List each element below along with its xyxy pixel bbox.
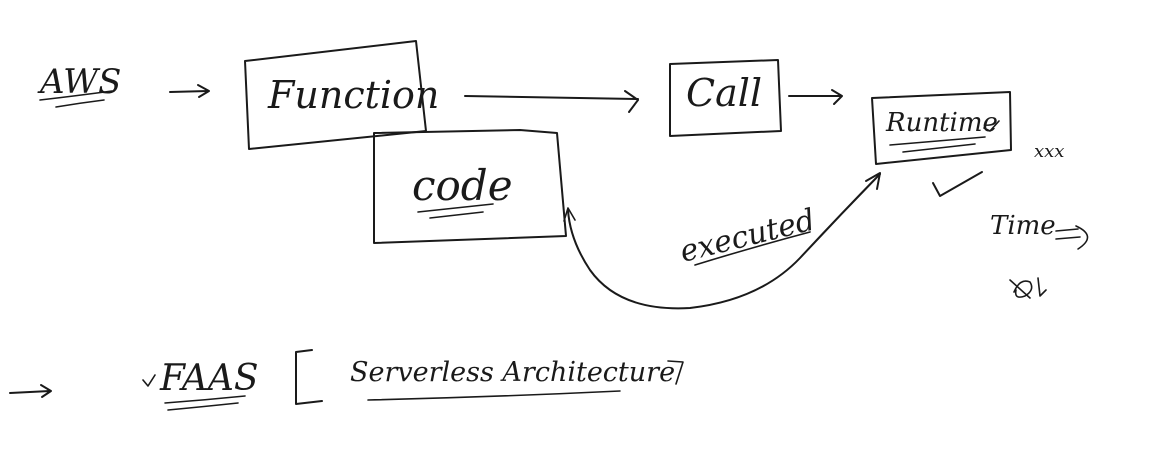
executed-arrowhead-runtime xyxy=(865,172,881,190)
serverless-label: Serverless Architecture xyxy=(350,357,675,388)
call-box: Call xyxy=(669,59,782,137)
arrow-aws-to-function xyxy=(169,84,210,98)
faas-underline-1 xyxy=(164,395,246,404)
call-box-outline xyxy=(669,59,782,137)
faas-check xyxy=(142,374,156,387)
code-box-outline xyxy=(373,129,567,244)
runtime-box-outline xyxy=(871,91,1012,165)
runtime-underline-2 xyxy=(902,143,976,153)
arrow-call-to-runtime xyxy=(788,89,843,105)
time-label: Time xyxy=(990,211,1056,241)
runtime-underline-1 xyxy=(889,136,986,146)
aws-underline-2 xyxy=(55,99,105,108)
executed-underline xyxy=(694,231,811,266)
executed-flow: executed xyxy=(563,172,881,310)
time-scribble-mark xyxy=(1009,277,1047,299)
code-box: code xyxy=(373,129,567,244)
open-bracket xyxy=(295,349,323,405)
time-implies-arrow xyxy=(1055,225,1089,250)
runtime-label: Runtime xyxy=(885,108,998,138)
xxx-label: xxx xyxy=(1034,141,1064,162)
arrow-bottom-left xyxy=(9,384,52,398)
executed-curve-arrow xyxy=(567,173,881,310)
function-label: Function xyxy=(267,73,439,117)
arrow-function-to-call xyxy=(464,90,639,113)
code-label: code xyxy=(412,161,513,210)
faas-label: FAAS xyxy=(159,358,259,399)
runtime-checkmark xyxy=(932,171,983,197)
code-underline-1 xyxy=(417,203,494,213)
aws-underline-1 xyxy=(39,90,113,101)
executed-arrowhead-code xyxy=(563,207,576,222)
aws-node: AWS xyxy=(37,62,121,108)
time-note: Time xyxy=(990,211,1089,299)
runtime-box: Runtime xyxy=(871,91,1012,165)
runtime-check-small xyxy=(983,120,1000,132)
serverless-underline xyxy=(367,390,621,401)
faas-underline-2 xyxy=(167,402,239,411)
close-bracket xyxy=(667,360,684,385)
code-underline-2 xyxy=(429,211,484,219)
call-label: Call xyxy=(686,71,762,115)
